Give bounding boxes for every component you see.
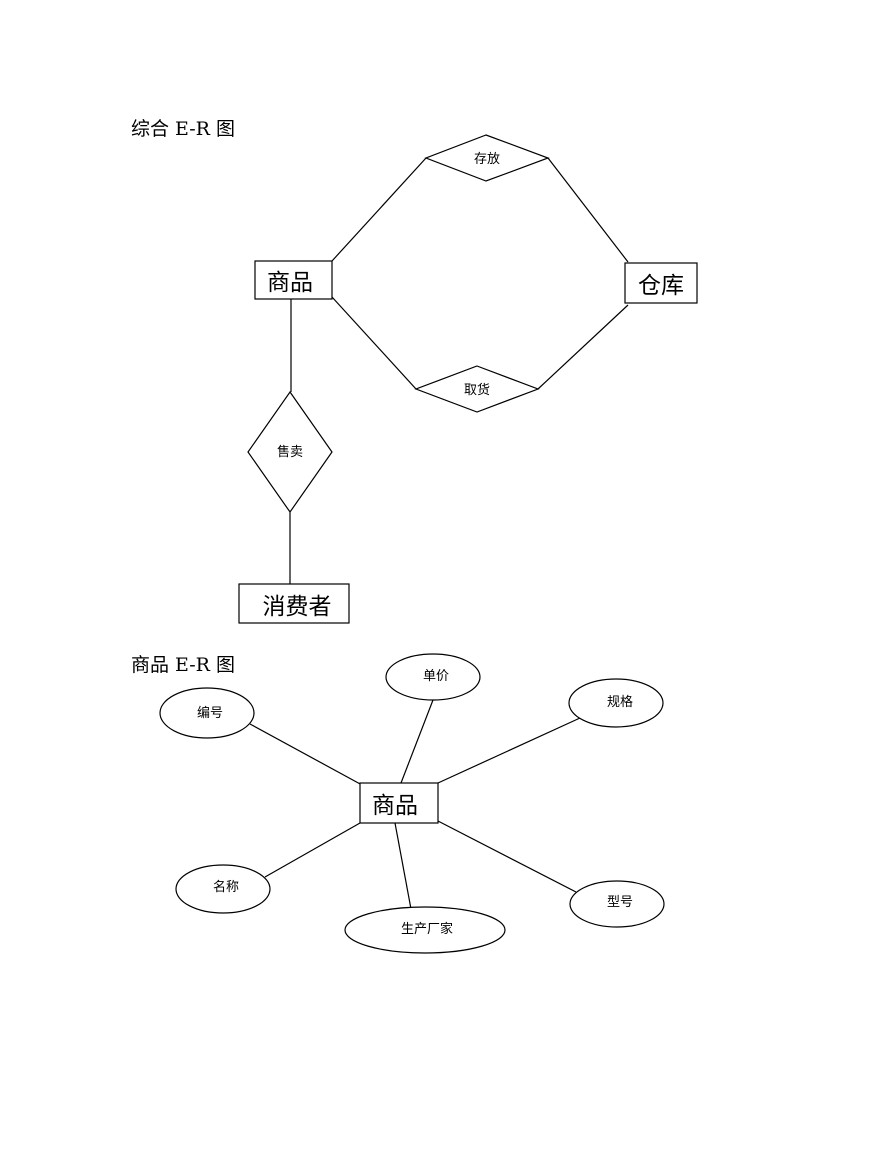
attribute-specification-ellipse <box>568 678 664 728</box>
product-er-diagram: 商品 编号 单价 规格 名称 <box>159 653 665 954</box>
relationship-store-diamond <box>424 134 550 182</box>
edge-product-name <box>264 822 361 878</box>
edge-store-warehouse <box>547 157 629 263</box>
overall-er-title: 综合 E-R 图 <box>131 118 236 140</box>
entity-product-label: 商品 <box>267 270 313 296</box>
edge-product-number <box>249 723 363 786</box>
edge-product-manufacturer <box>394 822 412 910</box>
overall-er-diagram: 商品 仓库 消费者 存放 取货 <box>238 134 698 624</box>
product-er-title: 商品 E-R 图 <box>131 654 236 676</box>
attribute-model: 型号 <box>569 880 665 928</box>
entity-product-detail: 商品 <box>359 782 439 824</box>
edge-product-unit-price <box>400 699 434 784</box>
entity-consumer-label: 消费者 <box>263 594 332 620</box>
attribute-unit-price-label: 单价 <box>423 669 449 684</box>
attribute-number-ellipse <box>159 687 255 739</box>
attribute-manufacturer: 生产厂家 <box>344 906 506 954</box>
edge-product-pickup <box>331 296 417 390</box>
edge-product-model <box>437 820 577 893</box>
entity-product-box <box>254 260 333 300</box>
attribute-name-ellipse <box>175 864 271 914</box>
relationship-sell: 售卖 <box>247 390 333 514</box>
attribute-number: 编号 <box>159 687 255 739</box>
relationship-store-label: 存放 <box>474 152 500 167</box>
entity-consumer-box <box>238 583 350 624</box>
entity-warehouse: 仓库 <box>624 262 698 304</box>
relationship-pickup-label: 取货 <box>464 382 490 398</box>
attribute-model-label: 型号 <box>607 895 633 910</box>
attribute-unit-price-ellipse <box>385 653 481 701</box>
entity-warehouse-label: 仓库 <box>638 273 684 299</box>
attribute-manufacturer-ellipse <box>344 906 506 954</box>
relationship-sell-label: 售卖 <box>277 444 303 460</box>
attribute-unit-price: 单价 <box>385 653 481 701</box>
entity-product-detail-label: 商品 <box>372 793 418 819</box>
entity-consumer: 消费者 <box>238 583 350 624</box>
relationship-sell-diamond <box>247 390 333 514</box>
relationship-store: 存放 <box>424 134 550 182</box>
edge-product-specification <box>437 717 581 784</box>
relationship-pickup-diamond <box>414 365 540 413</box>
attribute-manufacturer-label: 生产厂家 <box>401 921 453 937</box>
attribute-number-label: 编号 <box>197 706 223 721</box>
attribute-name: 名称 <box>175 864 271 914</box>
attribute-specification: 规格 <box>568 678 664 728</box>
attribute-specification-label: 规格 <box>607 694 633 710</box>
attribute-model-ellipse <box>569 880 665 928</box>
edge-product-store <box>331 157 427 262</box>
attribute-name-label: 名称 <box>213 879 239 895</box>
entity-product-detail-box <box>359 782 439 824</box>
relationship-pickup: 取货 <box>414 365 540 413</box>
entity-product: 商品 <box>254 260 333 300</box>
edge-pickup-warehouse <box>537 304 629 390</box>
entity-warehouse-box <box>624 262 698 304</box>
